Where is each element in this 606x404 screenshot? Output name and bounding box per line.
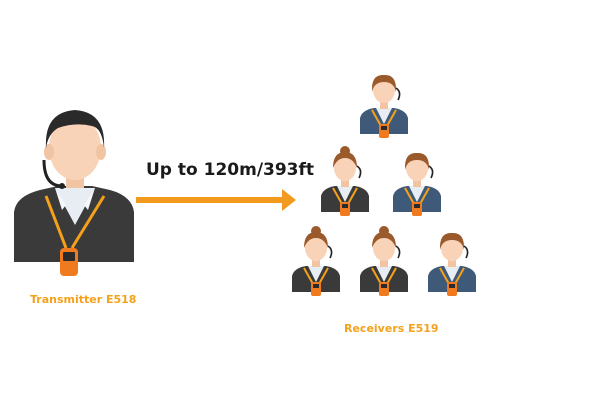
- receiver-person-icon: [428, 232, 476, 296]
- receiver-person-icon: [360, 74, 408, 138]
- transmitter-person-icon: [14, 110, 134, 276]
- receiver-person-icon: [292, 226, 340, 296]
- range-label: Up to 120m/393ft: [146, 160, 315, 180]
- range-arrow: [136, 189, 296, 211]
- receivers-label: Receivers E519: [344, 322, 439, 335]
- receiver-person-icon: [321, 146, 369, 216]
- transmitter-label: Transmitter E518: [30, 293, 137, 306]
- receiver-person-icon: [360, 226, 408, 296]
- receiver-person-icon: [393, 152, 441, 216]
- receivers-group: [292, 74, 476, 296]
